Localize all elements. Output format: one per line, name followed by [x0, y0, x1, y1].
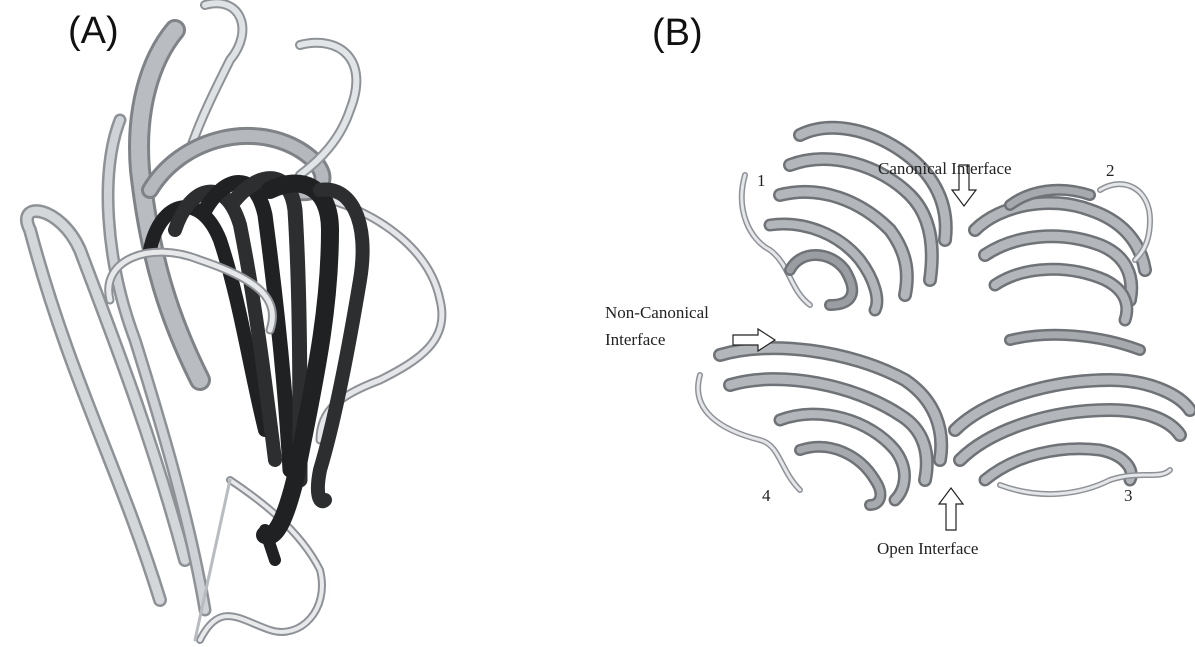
subunit-2-ribbon [975, 184, 1150, 320]
subunit-1-ribbon [742, 128, 946, 310]
subunit-1-label: 1 [757, 172, 766, 189]
open-interface-arrow [939, 488, 963, 530]
subunit-4-label: 4 [762, 487, 771, 504]
non-canonical-interface-label-line1: Non-Canonical [605, 304, 709, 323]
subunit-3-ribbon [955, 335, 1190, 494]
subunit-4-ribbon [698, 348, 941, 505]
non-canonical-interface-label-line2: Interface [605, 331, 665, 350]
canonical-interface-label: Canonical Interface [878, 160, 1012, 179]
subunit-3-label: 3 [1124, 487, 1133, 504]
subunit-2-label: 2 [1106, 162, 1115, 179]
open-interface-label: Open Interface [877, 540, 978, 559]
